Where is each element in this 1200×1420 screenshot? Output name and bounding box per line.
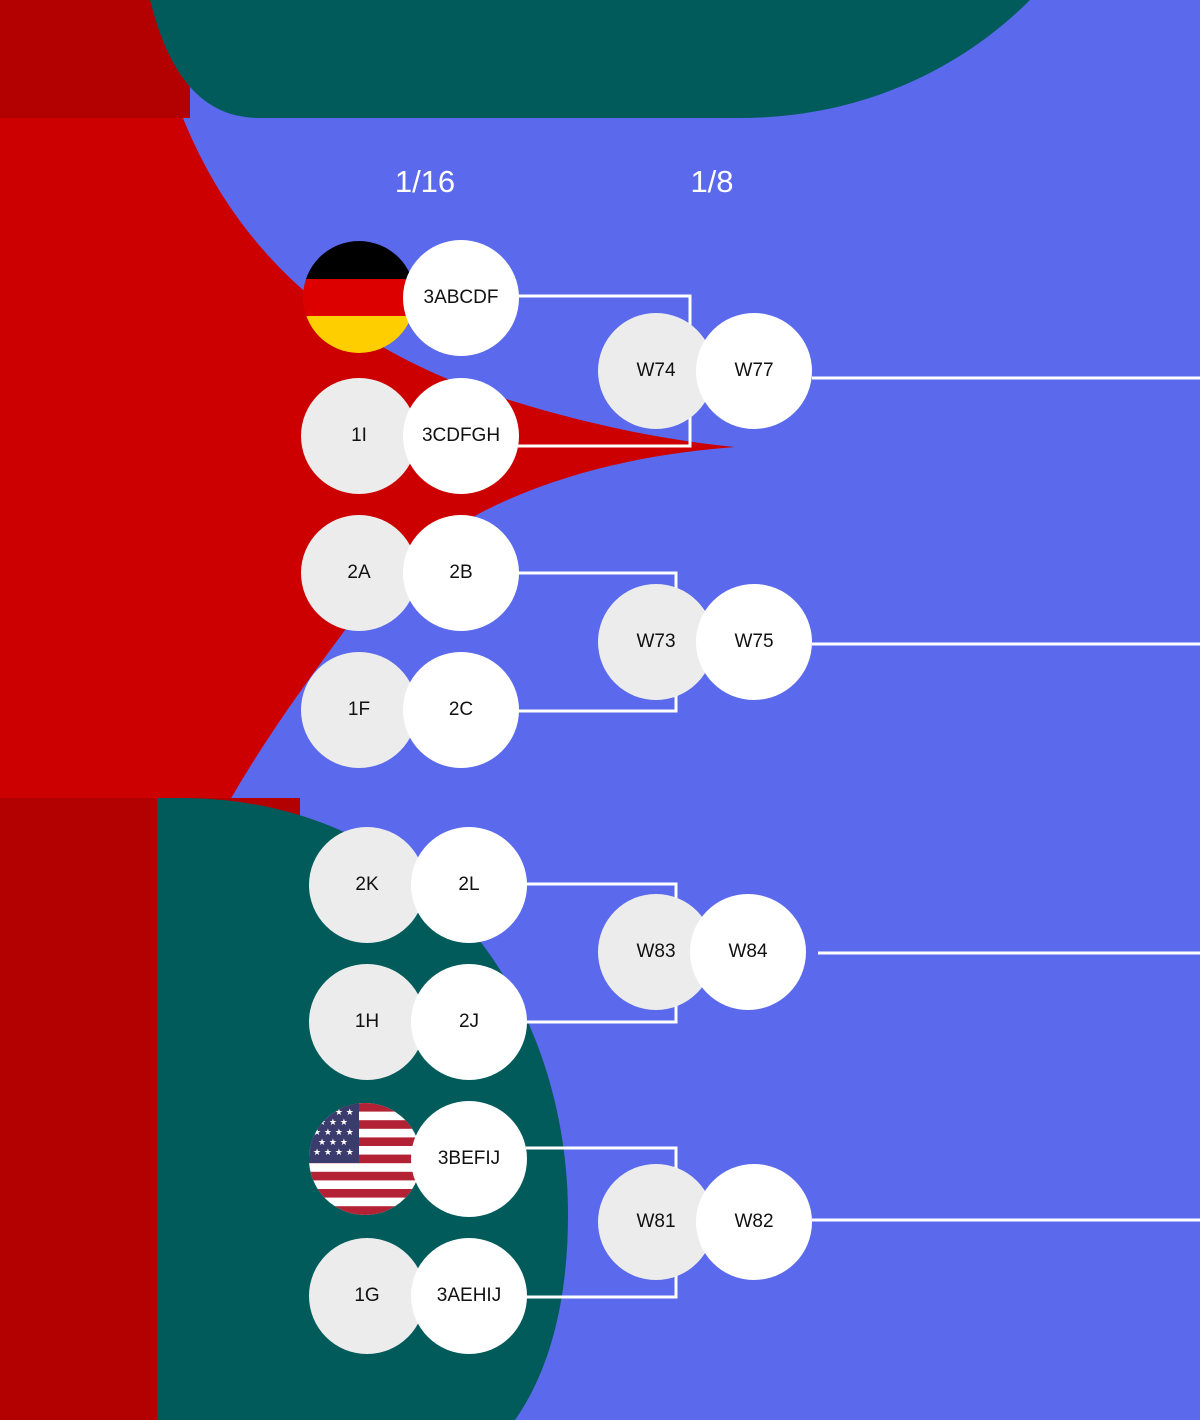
match-slot-home[interactable]: 1F: [301, 652, 417, 768]
svg-text:★ ★ ★: ★ ★ ★: [318, 1138, 348, 1148]
match-slot-away[interactable]: 2C: [403, 652, 519, 768]
match-slot-away[interactable]: W75: [696, 584, 812, 700]
match-slot-away[interactable]: W77: [696, 313, 812, 429]
svg-text:★ ★ ★ ★: ★ ★ ★ ★: [313, 1128, 354, 1138]
match-slot-home[interactable]: 2K: [309, 827, 425, 943]
match-slot-away[interactable]: 2B: [403, 515, 519, 631]
match-slot-home[interactable]: 1I: [301, 378, 417, 494]
svg-text:★ ★ ★: ★ ★ ★: [318, 1118, 348, 1128]
germany-flag-icon: [303, 241, 415, 353]
match-slot-home[interactable]: W74: [598, 313, 714, 429]
match-slot-away[interactable]: W82: [696, 1164, 812, 1280]
match-slot-away[interactable]: 3CDFGH: [403, 378, 519, 494]
match-slot-home[interactable]: 1G: [309, 1238, 425, 1354]
match-slot-home[interactable]: 2A: [301, 515, 417, 631]
match-slot-away[interactable]: 3AEHIJ: [411, 1238, 527, 1354]
match-slot-away[interactable]: W84: [690, 894, 806, 1010]
match-slot-away[interactable]: 3ABCDF: [403, 240, 519, 356]
match-slot-home[interactable]: W81: [598, 1164, 714, 1280]
teal-shape-top: [150, 0, 1030, 118]
match-slot-away[interactable]: 2L: [411, 827, 527, 943]
match-slot-away[interactable]: 3BEFIJ: [411, 1101, 527, 1217]
round-title-1-16: 1/16: [394, 164, 456, 199]
svg-text:★ ★ ★ ★: ★ ★ ★ ★: [313, 1148, 354, 1158]
match-slot-home[interactable]: 1H: [309, 964, 425, 1080]
match-slot-home[interactable]: W73: [598, 584, 714, 700]
round-title-1-8: 1/8: [690, 164, 734, 199]
match-slot-away[interactable]: 2J: [411, 964, 527, 1080]
bracket-connectors: [518, 294, 1200, 1299]
usa-flag-icon: ★ ★ ★ ★ ★ ★ ★ ★ ★ ★ ★ ★ ★ ★ ★ ★ ★ ★: [309, 1103, 421, 1215]
svg-text:★ ★ ★ ★: ★ ★ ★ ★: [313, 1108, 354, 1118]
